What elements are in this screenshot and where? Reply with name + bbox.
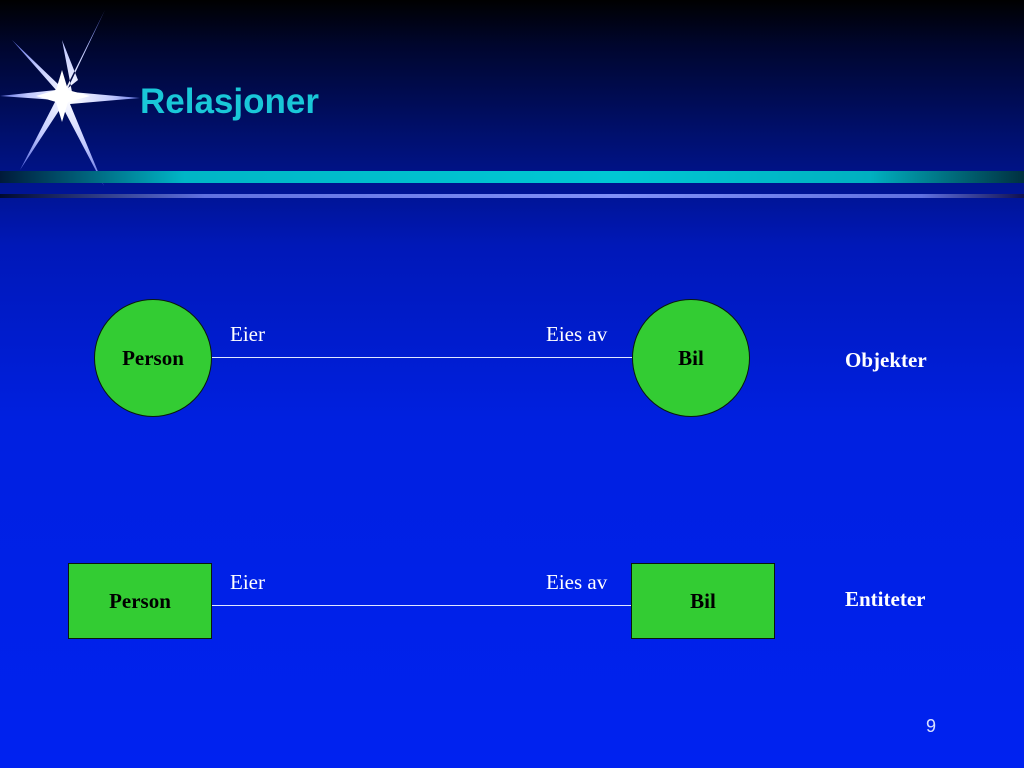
role-label-eier-objects: Eier — [230, 322, 265, 346]
header-divider-bar — [0, 171, 1024, 183]
header-divider-thin-bar — [0, 194, 1024, 198]
person-object-circle: Person — [94, 299, 212, 417]
person-object-label: Person — [122, 345, 184, 370]
page-number: 9 — [925, 716, 936, 736]
relationship-line-entities — [212, 605, 632, 606]
bil-object-circle: Bil — [632, 299, 750, 417]
starburst-icon — [0, 10, 140, 186]
person-entity-box: Person — [68, 563, 212, 639]
role-label-eier-entities: Eier — [230, 570, 265, 594]
bil-entity-label: Bil — [690, 588, 716, 613]
person-entity-label: Person — [109, 588, 171, 613]
relationship-line-objects — [212, 357, 632, 358]
caption-entiteter: Entiteter — [845, 587, 926, 611]
bil-object-label: Bil — [678, 345, 704, 370]
caption-objekter: Objekter — [845, 348, 927, 372]
role-label-eies-av-entities: Eies av — [546, 570, 608, 594]
bil-entity-box: Bil — [631, 563, 775, 639]
role-label-eies-av-objects: Eies av — [546, 322, 608, 346]
slide-title: Relasjoner — [140, 82, 319, 121]
